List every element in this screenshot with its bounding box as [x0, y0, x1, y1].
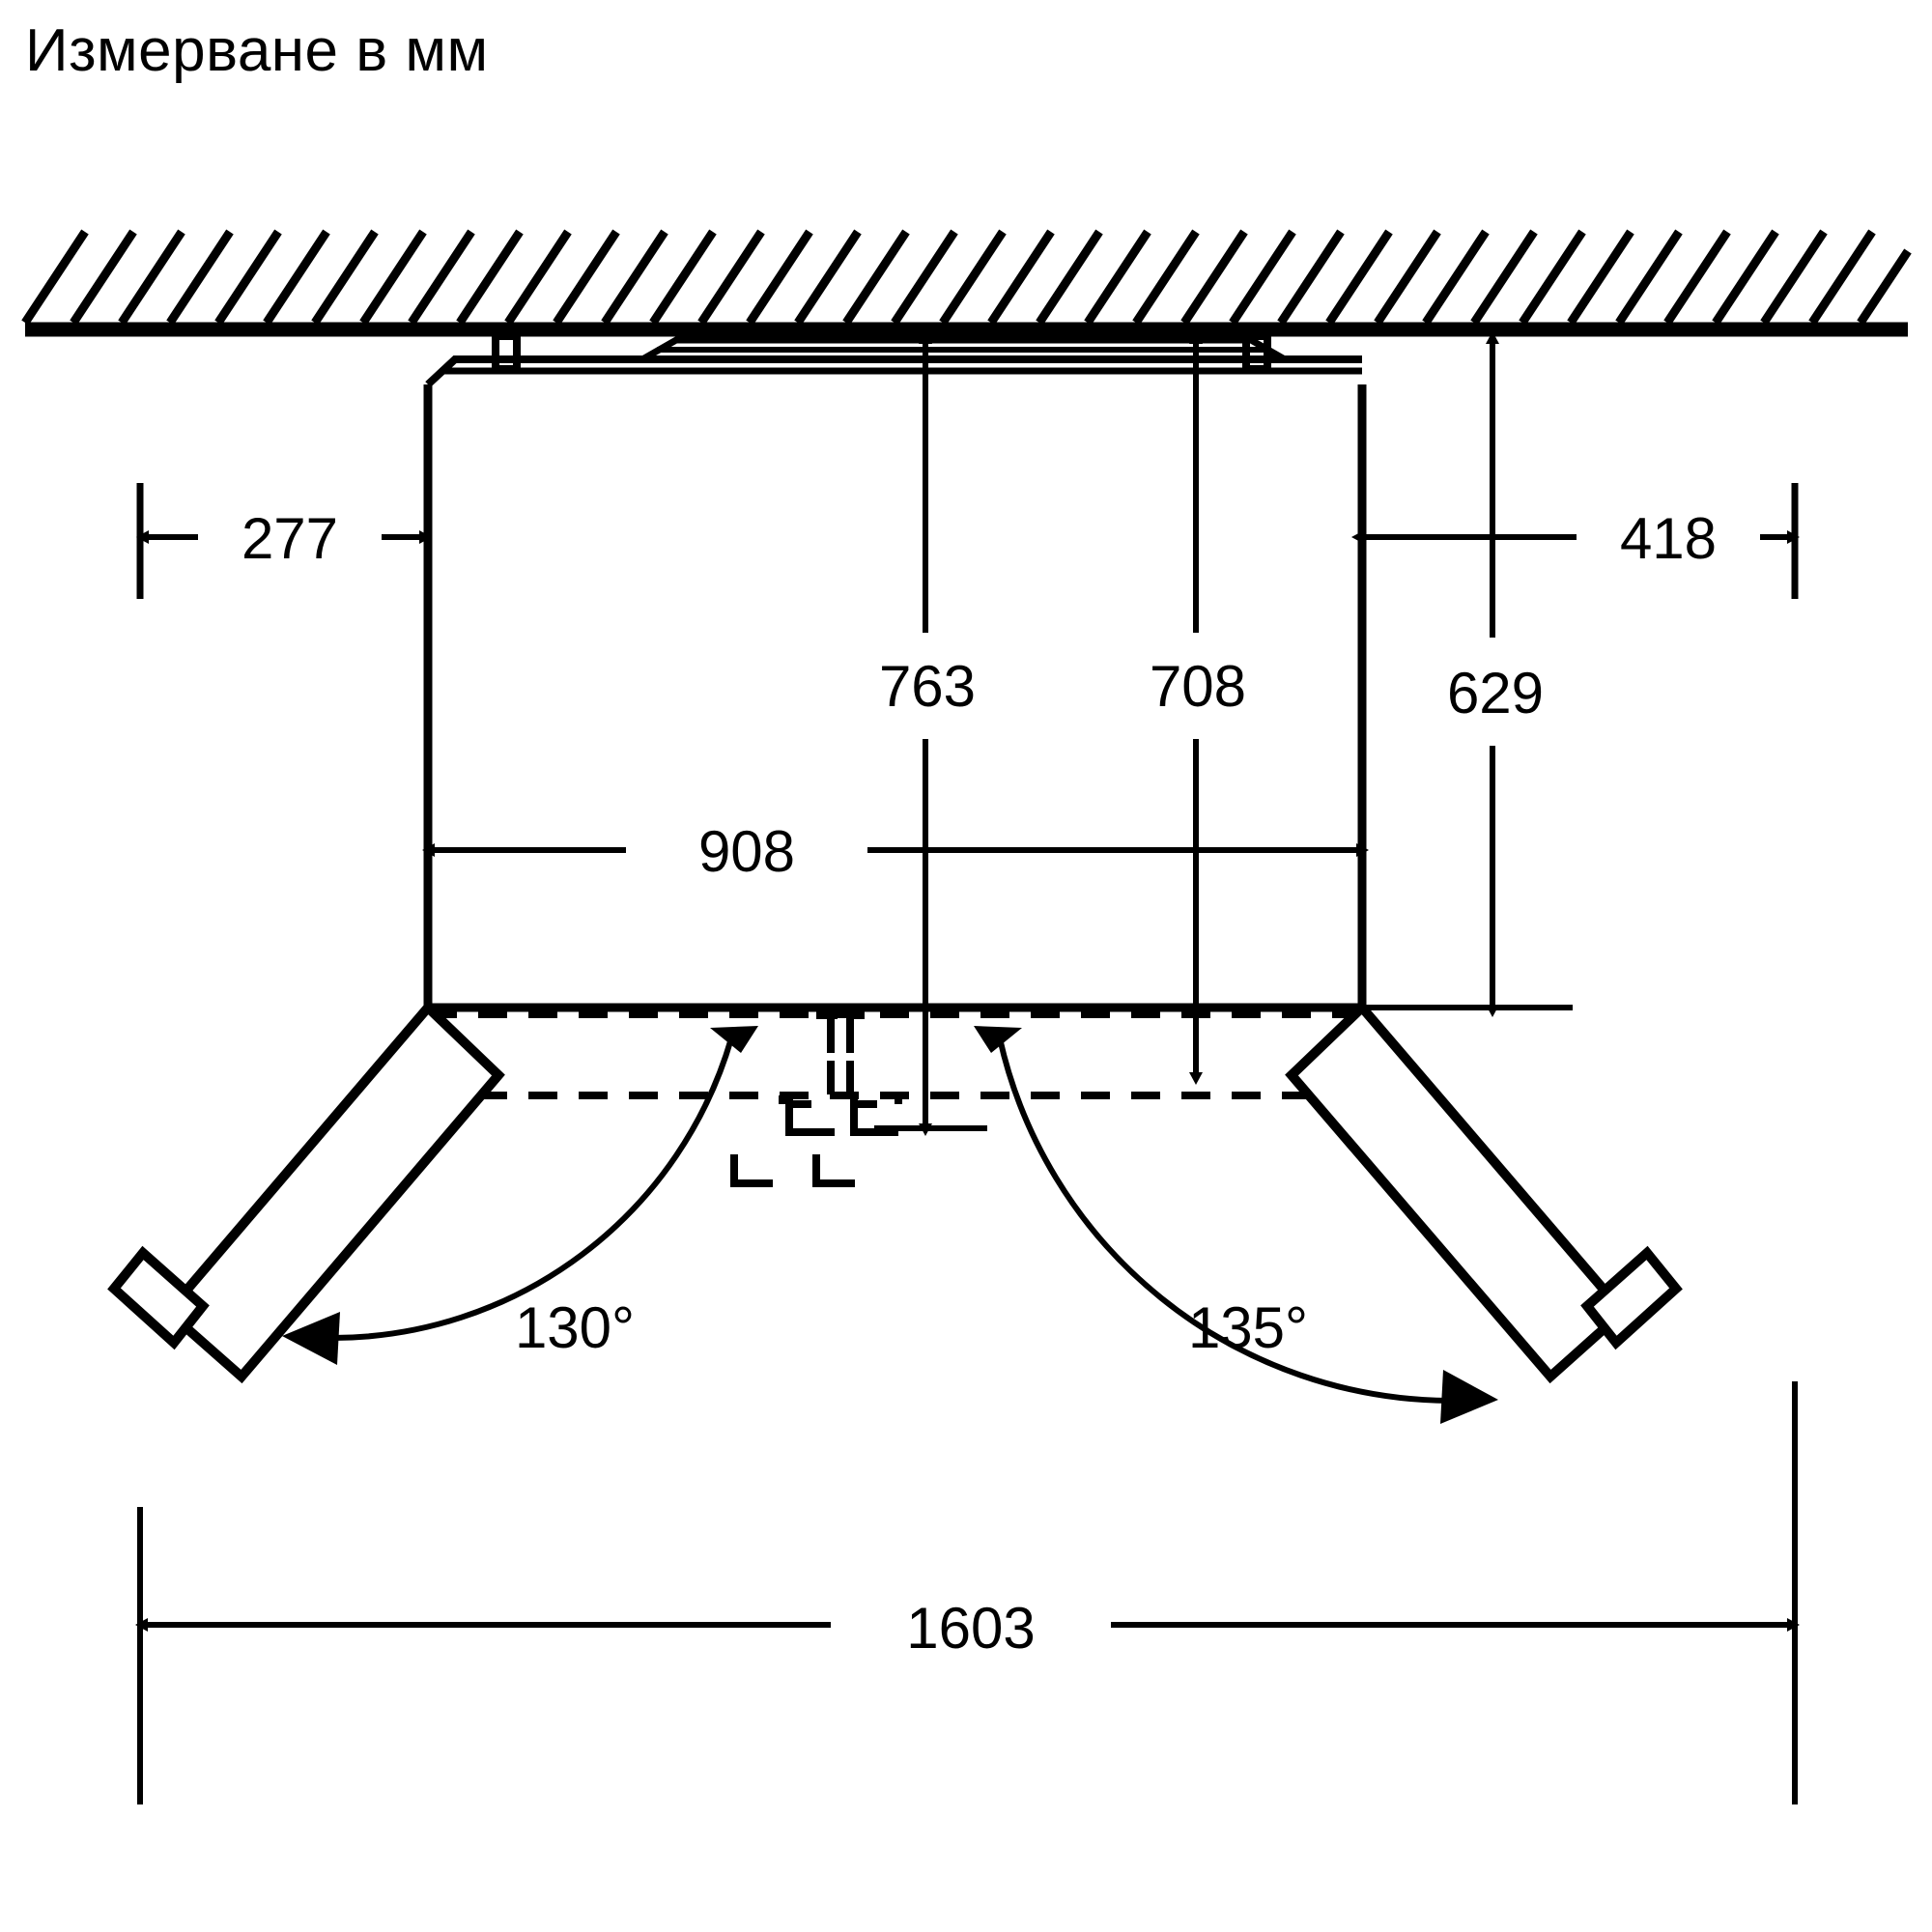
left-door-panel [161, 1000, 505, 1384]
left-door-handle [107, 1245, 210, 1350]
left-door-open [107, 1000, 505, 1384]
dimension-label-277: 277 [242, 506, 338, 571]
angle-arc-right [997, 1037, 1450, 1404]
dimension-1603: 1603 [135, 1381, 1800, 1804]
angle-arc-right-arrowhead-start [974, 1026, 1022, 1053]
angle-label-130: 130° [515, 1295, 635, 1360]
right-door-open [1285, 1000, 1683, 1384]
dimension-label-708: 708 [1150, 654, 1246, 719]
angle-arc-left-group: 130° [282, 1026, 758, 1365]
wall-hatching [21, 229, 1912, 326]
dimension-label-763: 763 [879, 654, 976, 719]
angle-arc-left-arrowhead-start [710, 1026, 758, 1053]
dimension-277: 277 [136, 483, 432, 599]
dimension-label-908: 908 [698, 819, 795, 884]
dimension-629: 629 [1364, 331, 1573, 1017]
right-door-handle [1580, 1245, 1683, 1350]
dimension-label-629: 629 [1447, 661, 1544, 725]
wall-group [21, 229, 1912, 337]
cabinet-outline [423, 384, 1367, 1012]
angle-arc-right-group: 135° [974, 1026, 1498, 1424]
wall-spacer-tab-left [492, 332, 521, 373]
dimension-418: 418 [1351, 483, 1800, 599]
dimension-908: 908 [422, 794, 1369, 902]
dimension-708: 708 [1111, 331, 1285, 1085]
wall-spacer-tab-right [1242, 332, 1271, 373]
page-title: Измерване в мм [25, 17, 489, 84]
angle-arc-left [332, 1037, 734, 1341]
angle-label-135: 135° [1188, 1295, 1308, 1360]
angle-arc-right-arrowhead-end [1440, 1370, 1498, 1424]
center-closure-detail [730, 1011, 902, 1187]
angle-arc-left-arrowhead-end [282, 1312, 340, 1365]
right-door-panel [1285, 1000, 1630, 1384]
door-footprint-dashed [428, 1010, 1362, 1099]
dimension-label-1603: 1603 [906, 1596, 1035, 1661]
rear-spacer-detail [425, 336, 1362, 387]
dimension-label-418: 418 [1620, 506, 1717, 571]
dimension-763: 763 [840, 331, 1014, 1136]
appliance-body [423, 332, 1367, 1012]
